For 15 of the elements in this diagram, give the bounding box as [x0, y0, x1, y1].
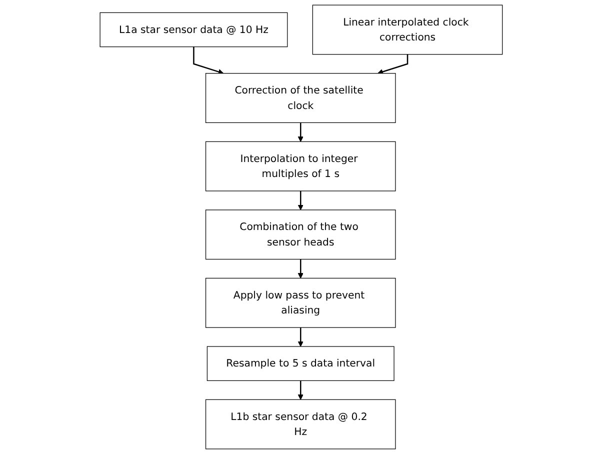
node-box: L1b star sensor data @ 0.2 Hz: [206, 399, 396, 450]
node-box: Combination of the two sensor heads: [206, 210, 396, 260]
node-box: Apply low pass to prevent aliasing: [206, 278, 396, 328]
arrow: [378, 54, 408, 74]
arrow: [298, 328, 304, 347]
node-box: Linear interpolated clock corrections: [312, 4, 503, 55]
arrow: [298, 190, 304, 210]
node-box: Resample to 5 s data interval: [207, 346, 395, 381]
arrow: [298, 259, 304, 278]
arrow: [298, 122, 304, 142]
node-box: Interpolation to integer multiples of 1 s: [206, 141, 396, 192]
node-box: Correction of the satellite clock: [206, 73, 396, 123]
arrow: [298, 380, 304, 400]
arrow: [193, 46, 224, 74]
node-box: L1a star sensor data @ 10 Hz: [100, 12, 288, 48]
